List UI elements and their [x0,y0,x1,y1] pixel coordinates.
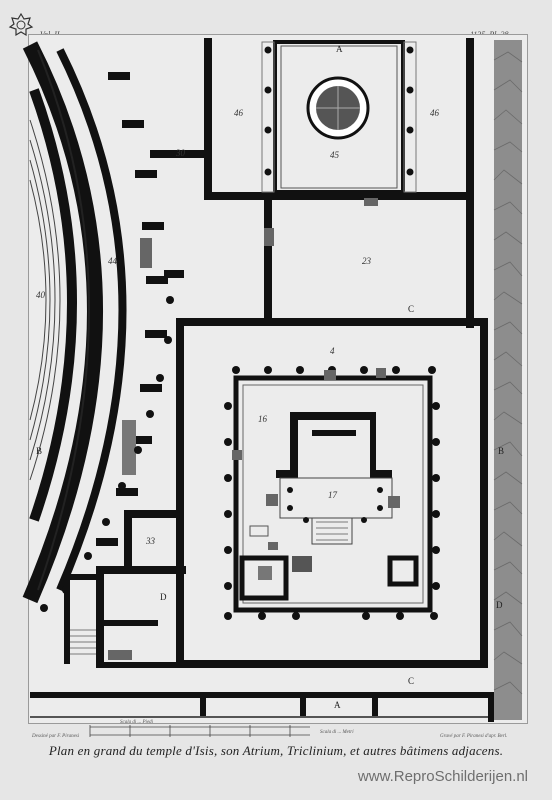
theatre-seating [22,41,127,604]
wall-stonework [493,51,523,695]
room-number-46-east: 46 [430,108,439,118]
north-court [204,38,474,328]
watermark: www.ReproSchilderijen.nl [357,768,528,785]
room-number-33: 33 [146,536,155,546]
purgatorium [239,525,419,601]
room-number-16: 16 [258,414,267,424]
draughtsman-credit: Dessiné par F. Piranesi [32,734,80,739]
room-letter-d: D [160,592,167,602]
plate-caption: Plan en grand du temple d'Isis, son Atri… [48,743,504,758]
room-number-4: 4 [330,346,335,356]
room-letter-b: B [36,446,43,456]
temple-cella [232,368,400,545]
south-corridor [30,692,494,722]
scale-label-lower: Scala di ... Metri [320,730,354,735]
west-stairs [70,629,96,655]
west-rooms [64,510,186,668]
room-letter-d-east: D [496,600,503,610]
room-number-30: 30 [176,148,185,158]
room-number-44: 44 [108,256,117,266]
room-letter-c: C [408,304,415,314]
room-number-45: 45 [330,150,339,160]
room-number-17: 17 [328,490,337,500]
scale-bars [89,725,310,737]
theatre-piers [96,72,168,546]
temple-peribolos [224,366,440,620]
room-letter-c-south: C [408,676,415,686]
room-number-40: 40 [36,290,45,300]
scale-label-upper: Scala di ... Piedi [120,720,154,725]
room-number-46-west: 46 [234,108,243,118]
east-wall-strip [494,40,522,720]
room-number-23: 23 [362,256,371,266]
room-letter-a: A [334,700,341,710]
collector-seal-icon [8,12,34,38]
middle-walls [150,150,488,668]
room-letter-b-east: B [498,446,505,456]
room-letter-a-north: A [336,44,343,54]
engraver-credit: Gravé par F. Piranesi d'apr. Berl. [440,734,508,739]
